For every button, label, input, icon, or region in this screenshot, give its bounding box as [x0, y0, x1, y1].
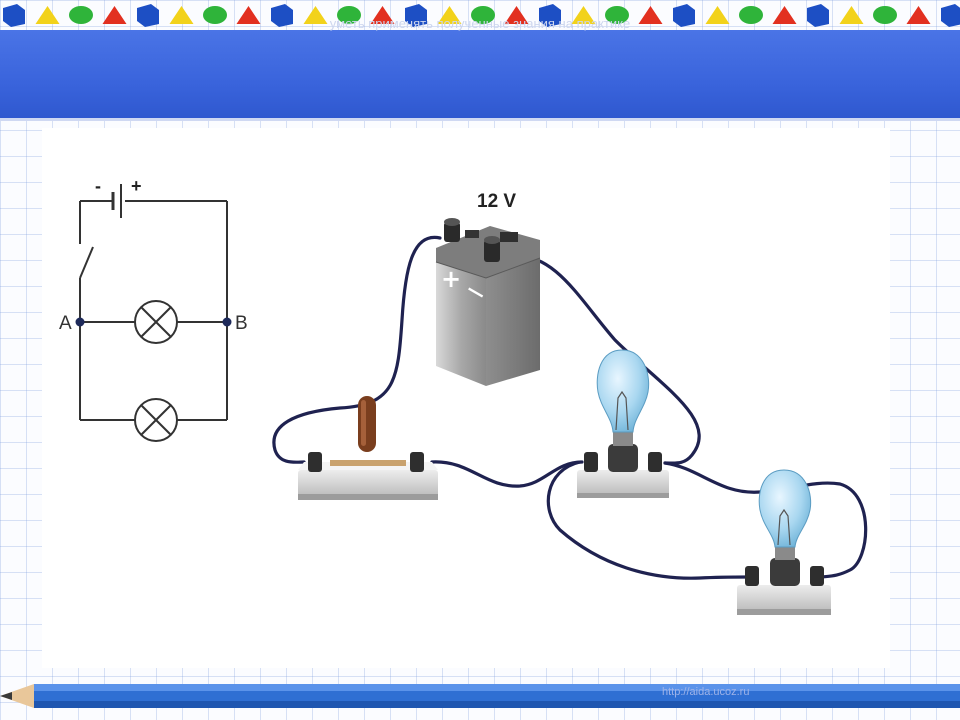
schematic-switch [79, 246, 94, 279]
strip-triangle-shape [571, 6, 596, 24]
wire-bulb1-to-bulb2-bottom [546, 460, 750, 580]
strip-oval-shape [873, 6, 897, 24]
schematic-plus-label: + [131, 176, 142, 196]
strip-triangle-shape [236, 6, 261, 24]
wire-switch-to-bulb1 [430, 460, 584, 488]
strip-oval-shape [739, 6, 763, 24]
watermark-url: http://aida.ucoz.ru [662, 686, 750, 698]
strip-oval-shape [203, 6, 227, 24]
schematic-lamp-2 [134, 398, 178, 442]
circuit-schematic [79, 184, 228, 442]
strip-triangle-shape [169, 6, 194, 24]
strip-triangle-shape [102, 6, 127, 24]
strip-oval-shape [337, 6, 361, 24]
strip-triangle-shape [638, 6, 663, 24]
strip-oval-shape [605, 6, 629, 24]
slide-subtitle: уметь применять полученные знания на пра… [329, 16, 631, 31]
strip-cube-shape [405, 4, 427, 27]
schematic-minus-label: - [95, 176, 101, 196]
switch-handle [358, 396, 376, 452]
header-band [0, 30, 960, 121]
strip-triangle-shape [839, 6, 864, 24]
strip-cube-shape [3, 4, 25, 27]
strip-triangle-shape [303, 6, 328, 24]
battery-voltage-label: 12 V [477, 191, 516, 212]
battery-12v: + — 12 V [435, 191, 541, 386]
wire-battery-to-switch [272, 235, 442, 464]
strip-cube-shape [807, 4, 829, 27]
bulb-1-glass [596, 349, 650, 433]
node-b-label: B [235, 313, 248, 334]
strip-oval-shape [69, 6, 93, 24]
strip-cube-shape [673, 4, 695, 27]
strip-triangle-shape [35, 6, 60, 24]
battery-terminal-minus [484, 236, 500, 262]
wire-bulb1-to-bulb2-top [663, 461, 868, 579]
decorative-shapes-strip [3, 4, 960, 27]
wire-battery-to-bulb1 [510, 254, 701, 465]
strip-cube-shape [539, 4, 561, 27]
strip-oval-shape [471, 6, 495, 24]
lamp-2 [737, 469, 831, 615]
bulb-2-glass [758, 469, 812, 548]
wires [272, 235, 868, 580]
strip-cube-shape [271, 4, 293, 27]
node-a-label: A [59, 313, 72, 334]
strip-triangle-shape [906, 6, 931, 24]
strip-cube-shape [941, 4, 960, 27]
node-a-dot [75, 317, 85, 327]
decorative-pencil [0, 684, 960, 708]
strip-triangle-shape [705, 6, 730, 24]
strip-cube-shape [137, 4, 159, 27]
battery-terminal-plus [444, 218, 460, 242]
strip-triangle-shape [437, 6, 462, 24]
lamp-1 [577, 349, 669, 498]
knife-switch [298, 396, 438, 500]
node-b-dot [222, 317, 232, 327]
strip-triangle-shape [370, 6, 395, 24]
battery-plus-sign: + [441, 265, 461, 293]
strip-triangle-shape [504, 6, 529, 24]
strip-triangle-shape [772, 6, 797, 24]
schematic-lamp-1 [134, 300, 178, 344]
